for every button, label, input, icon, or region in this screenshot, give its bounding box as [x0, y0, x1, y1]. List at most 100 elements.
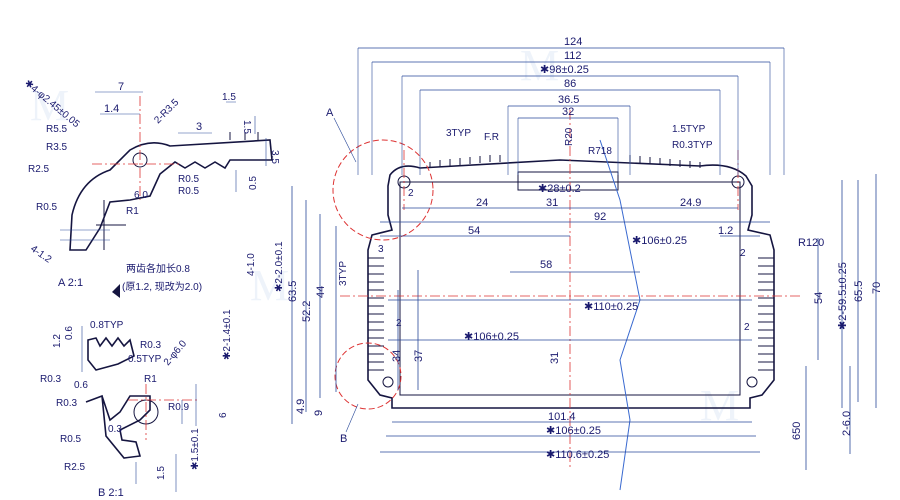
left-fins	[368, 257, 384, 371]
dim-fr: F.R	[484, 132, 499, 143]
b-r0-5: R0.5	[60, 434, 82, 445]
dim-106-b: ✱106±0.25	[464, 331, 519, 343]
dim-112: 112	[564, 50, 582, 62]
dim-92: 92	[594, 211, 606, 223]
a-r0-5-left: R0.5	[36, 202, 58, 213]
profile-outline	[367, 159, 775, 409]
dim-101-4: 101.4	[548, 411, 576, 423]
top-dimension-lines	[357, 47, 785, 175]
screw-boss-bottom-left	[382, 376, 394, 388]
b-0-6-top: 0.6	[64, 326, 75, 340]
detail-a	[60, 91, 273, 251]
dim-110-6: ✱110.6±0.25	[546, 449, 609, 461]
b-r1: R1	[144, 374, 157, 385]
dim-9: 9	[313, 410, 325, 416]
dim-3-side: 3	[378, 244, 384, 255]
a-2-2-0: ✱2-2.0±0.1	[274, 241, 285, 292]
a-r0-5-mid: R0.5	[178, 186, 200, 197]
a-dim-7: 7	[118, 81, 124, 93]
dim-24: 24	[476, 197, 488, 209]
dim-36-5: 36.5	[558, 94, 579, 106]
dim-2-6: 2-6.0	[841, 411, 853, 436]
dim-58: 58	[540, 259, 552, 271]
b-0-8typ: 0.8TYP	[90, 320, 124, 331]
dim-65-5: 65.5	[853, 281, 865, 302]
dim-54: 54	[468, 225, 480, 237]
b-r0-3-low: R0.3	[56, 398, 78, 409]
b-2-1-4: ✱2-1.4±0.1	[222, 309, 233, 360]
dim-37: 37	[413, 350, 425, 362]
a-note-change: (原1.2, 现改为2.0)	[122, 280, 202, 293]
side-dimension-lines	[291, 174, 877, 470]
dim-34: 34	[391, 350, 403, 362]
svg-text:M: M	[700, 381, 739, 430]
dim-106-c: ✱106±0.25	[546, 425, 601, 437]
detail-a-label: A 2:1	[58, 277, 83, 289]
b-r0-9: R0.9	[168, 402, 190, 413]
dim-2-right-lower: 2	[744, 322, 750, 333]
a-r1: R1	[126, 206, 139, 217]
top-fins	[429, 155, 701, 168]
dim-r20: R20	[564, 127, 575, 146]
b-0-3: 0.3	[108, 424, 122, 435]
svg-text:M: M	[30, 81, 69, 130]
b-1-5: 1.5	[156, 466, 167, 480]
dim-24-9: 24.9	[680, 197, 701, 209]
detail-leader-b	[345, 403, 359, 433]
a-0-5: 0.5	[248, 176, 259, 190]
b-0-5typ: 0.5TYP	[128, 354, 162, 365]
dim-slot-28: ✱28±0.2	[538, 183, 581, 195]
a-dim-3: 3	[196, 121, 202, 133]
b-1-5-tol: ✱1.5±0.1	[190, 428, 201, 470]
a-note-teeth: 两齿各加长0.8	[126, 262, 190, 275]
inner-dimension-lines	[380, 207, 770, 453]
svg-text:M: M	[250, 261, 289, 310]
a-r0-5-right: R0.5	[178, 174, 200, 185]
dim-70: 70	[871, 282, 883, 294]
detail-b	[81, 326, 200, 492]
dim-31-top: 31	[546, 197, 558, 209]
a-4-1-0: 4-1.0	[246, 253, 257, 276]
dim-3typ-side: 3TYP	[338, 261, 349, 286]
detail-leader-a	[333, 117, 357, 163]
a-dim-1-5-top: 1.5	[222, 92, 236, 103]
dim-106-a: ✱106±0.25	[632, 235, 687, 247]
b-dim-6: 6	[218, 412, 229, 418]
b-1-2: 1.2	[52, 334, 63, 348]
dim-124: 124	[564, 36, 582, 48]
dim-86: 86	[564, 78, 576, 90]
a-r3-5: R3.5	[46, 142, 68, 153]
a-2-r3-5: 2-R3.5	[152, 97, 181, 126]
dim-98: ✱98±0.25	[540, 64, 589, 76]
detail-circle-a	[332, 139, 434, 241]
b-r2-5: R2.5	[64, 462, 86, 473]
dim-1-2: 1.2	[718, 225, 733, 237]
break-line	[599, 139, 641, 491]
a-r2-5: R2.5	[28, 164, 50, 175]
a-dim-1-5-right: 1.5	[241, 120, 252, 134]
dim-2-59-5: ✱2-59.5±0.25	[837, 262, 849, 330]
b-2-phi-6: 2-φ6.0	[162, 338, 190, 368]
dim-2-right: 2	[740, 248, 746, 259]
dim-r120: R120	[798, 237, 824, 249]
dim-32: 32	[562, 106, 574, 118]
b-0-6-mid: 0.6	[74, 380, 88, 391]
detail-marker-a: A	[326, 107, 334, 119]
profile-inner-wall	[399, 181, 741, 396]
b-r0-3-top: R0.3	[140, 340, 162, 351]
right-fins	[758, 257, 774, 371]
dim-31-vertical: 31	[549, 352, 561, 364]
dim-650: 650	[791, 422, 803, 440]
dim-110: ✱110±0.25	[584, 301, 638, 313]
a-4-1-2: 4-1.2	[28, 243, 53, 265]
dim-2-left-upper: 2	[408, 188, 414, 199]
main-profile	[332, 110, 800, 491]
screw-boss-bottom-right	[746, 376, 758, 388]
dim-2-left: 2	[396, 318, 402, 329]
detail-circle-b	[334, 342, 402, 410]
a-dim-1-4: 1.4	[104, 103, 119, 115]
a-r5-5: R5.5	[46, 124, 68, 135]
a-note-arrow	[112, 284, 120, 298]
center-slot	[517, 171, 619, 191]
